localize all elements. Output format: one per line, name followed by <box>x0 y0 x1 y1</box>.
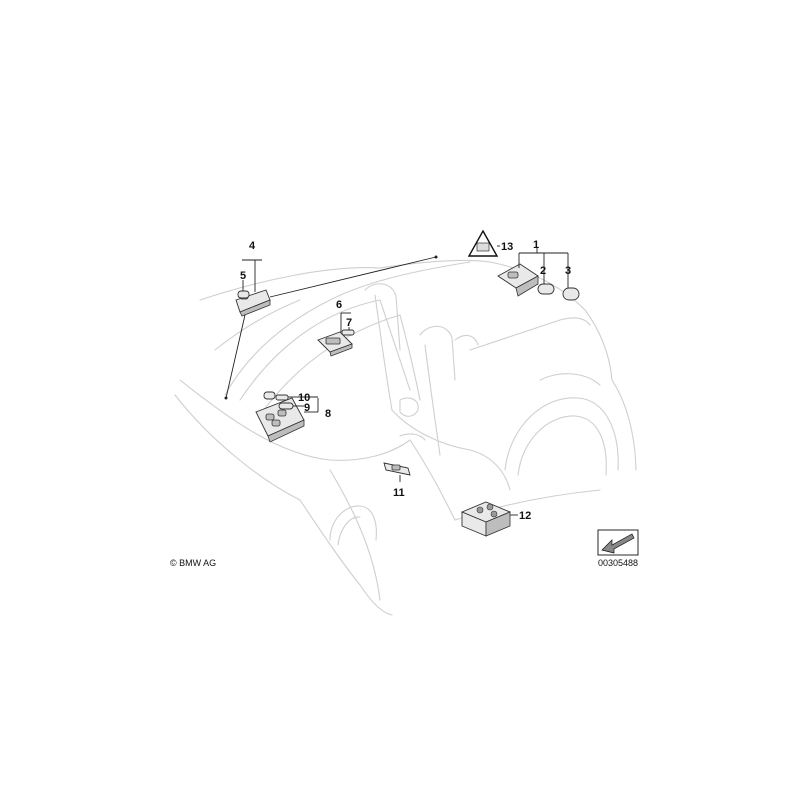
part-2-bulb <box>537 253 555 295</box>
leader-dot <box>434 255 438 259</box>
part-1-trunk-light <box>497 247 568 297</box>
callout-4: 4 <box>249 240 256 252</box>
part-5-bulb <box>237 280 250 299</box>
part-11-footwell-light <box>383 462 411 482</box>
callout-12: 12 <box>519 510 531 522</box>
callout-9: 9 <box>304 402 310 414</box>
callout-2: 2 <box>540 265 546 277</box>
callout-8: 8 <box>325 408 331 420</box>
callout-5: 5 <box>240 270 246 282</box>
leader-dot <box>224 396 228 400</box>
callout-3: 3 <box>565 265 571 277</box>
part-9-bulb <box>278 402 304 410</box>
leader-line <box>269 256 437 298</box>
part-12-control-unit <box>460 501 518 537</box>
callout-11: 11 <box>393 487 405 499</box>
warning-triangle-icon <box>467 229 500 257</box>
car-outline <box>174 259 637 616</box>
direction-arrow-icon <box>597 529 639 556</box>
callout-1: 1 <box>533 239 539 251</box>
part-3-lens <box>562 253 580 301</box>
callout-13: 13 <box>501 241 513 253</box>
callout-7: 7 <box>346 317 352 329</box>
callout-6: 6 <box>336 299 342 311</box>
part-10-bulb-holder <box>263 391 318 401</box>
part-6-reading-light <box>317 312 353 357</box>
copyright-label: © BMW AG <box>170 558 216 568</box>
part-7-bulb <box>341 327 355 336</box>
leader-line <box>225 314 246 399</box>
diagram-number: 00305488 <box>598 558 638 568</box>
callout-10: 10 <box>298 392 310 404</box>
